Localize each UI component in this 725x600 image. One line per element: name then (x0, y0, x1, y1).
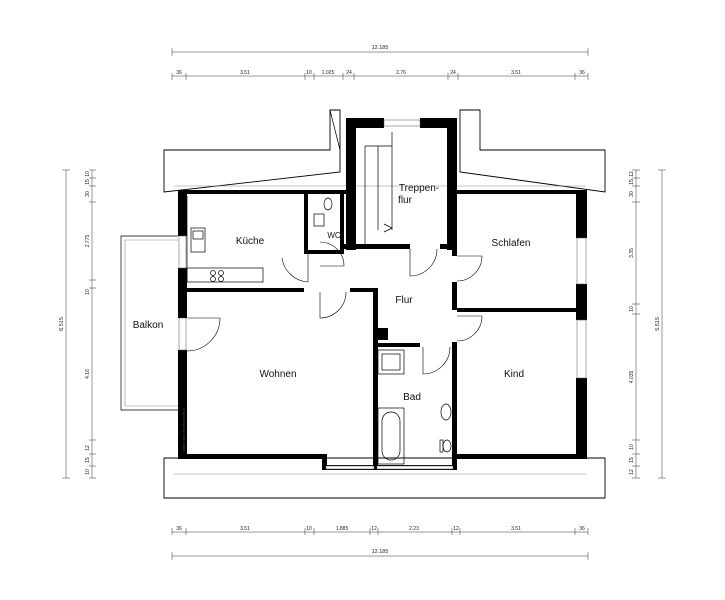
dim-top-5: 2.76 (396, 70, 406, 76)
scale-note: Maße sind Rohbaumaße (181, 407, 186, 452)
room-label-schlafen: Schlafen (492, 238, 531, 249)
dim-bottom-8: 36 (579, 526, 585, 532)
walls (178, 190, 587, 470)
roof-outline (163, 109, 606, 499)
dim-right-3: 3.35 (629, 248, 635, 258)
dim-top-total: 12.185 (372, 45, 389, 51)
room-label-treppenflur-1: Treppen- (399, 183, 439, 194)
dim-bottom-total: 12.185 (372, 549, 389, 555)
fixtures (186, 196, 452, 465)
dim-left-6: 12 (85, 445, 91, 451)
dim-right-4: 10 (629, 306, 635, 312)
room-label-wohnen: Wohnen (259, 369, 296, 380)
room-label-kind: Kind (504, 369, 524, 380)
dim-left-7: 15 (85, 457, 91, 463)
dim-left-total: 6.515 (59, 317, 65, 331)
dim-right-6: 10 (629, 444, 635, 450)
room-label-wc: WC (327, 231, 341, 240)
dim-bottom-4: 12 (371, 526, 377, 532)
room-label-kueche: Küche (236, 236, 265, 247)
dim-left-2: 30 (85, 191, 91, 197)
dim-bottom-2: 10 (306, 526, 312, 532)
dim-left-0: 10 (85, 171, 91, 177)
dimension-top: 12.185 36 3.51 10 1.025 24 2.76 24 3.51 … (171, 45, 589, 80)
dim-top-6: 24 (450, 70, 456, 76)
doors (186, 241, 483, 375)
dim-bottom-0: 36 (176, 526, 182, 532)
dim-right-1: 15 (629, 179, 635, 185)
dim-bottom-7: 3.51 (511, 526, 521, 532)
dim-right-5: 4.035 (629, 371, 635, 384)
windows (178, 235, 587, 470)
dimension-left: 6.515 10 15 30 2.775 10 4.16 12 15 10 (59, 169, 96, 479)
dim-left-8: 10 (85, 469, 91, 475)
dim-right-8: 12 (629, 469, 635, 475)
dim-top-1: 3.51 (240, 70, 250, 76)
stairwell (346, 118, 457, 250)
dim-top-8: 36 (579, 70, 585, 76)
dim-right-total: 5.515 (655, 317, 661, 331)
dim-left-4: 10 (85, 289, 91, 295)
room-labels: Küche WC Treppen- flur Schlafen Flur Bal… (133, 183, 531, 403)
dim-top-7: 3.51 (511, 70, 521, 76)
dimension-bottom: 36 3.51 10 1.885 12 2.23 12 3.51 36 12.1… (171, 526, 589, 560)
dim-right-0: 12 (629, 171, 635, 177)
dim-top-3: 1.025 (322, 70, 335, 76)
dim-left-1: 15 (85, 179, 91, 185)
dim-bottom-1: 3.51 (240, 526, 250, 532)
room-label-bad: Bad (403, 392, 421, 403)
dim-top-2: 10 (306, 70, 312, 76)
dim-top-0: 36 (176, 70, 182, 76)
dim-top-4: 24 (346, 70, 352, 76)
dim-left-5: 4.16 (85, 369, 91, 379)
balcony (120, 235, 178, 411)
room-label-flur: Flur (395, 295, 413, 306)
dim-bottom-5: 2.23 (409, 526, 419, 532)
room-label-balkon: Balkon (133, 320, 164, 331)
dim-left-3: 2.775 (85, 235, 91, 248)
dim-right-2: 30 (629, 191, 635, 197)
dim-right-7: 15 (629, 457, 635, 463)
dim-bottom-3: 1.885 (336, 526, 349, 532)
dimension-right: 12 15 30 3.35 10 4.035 10 15 12 5.515 (629, 169, 666, 479)
room-label-treppenflur-2: flur (398, 195, 413, 206)
dim-bottom-6: 12 (453, 526, 459, 532)
